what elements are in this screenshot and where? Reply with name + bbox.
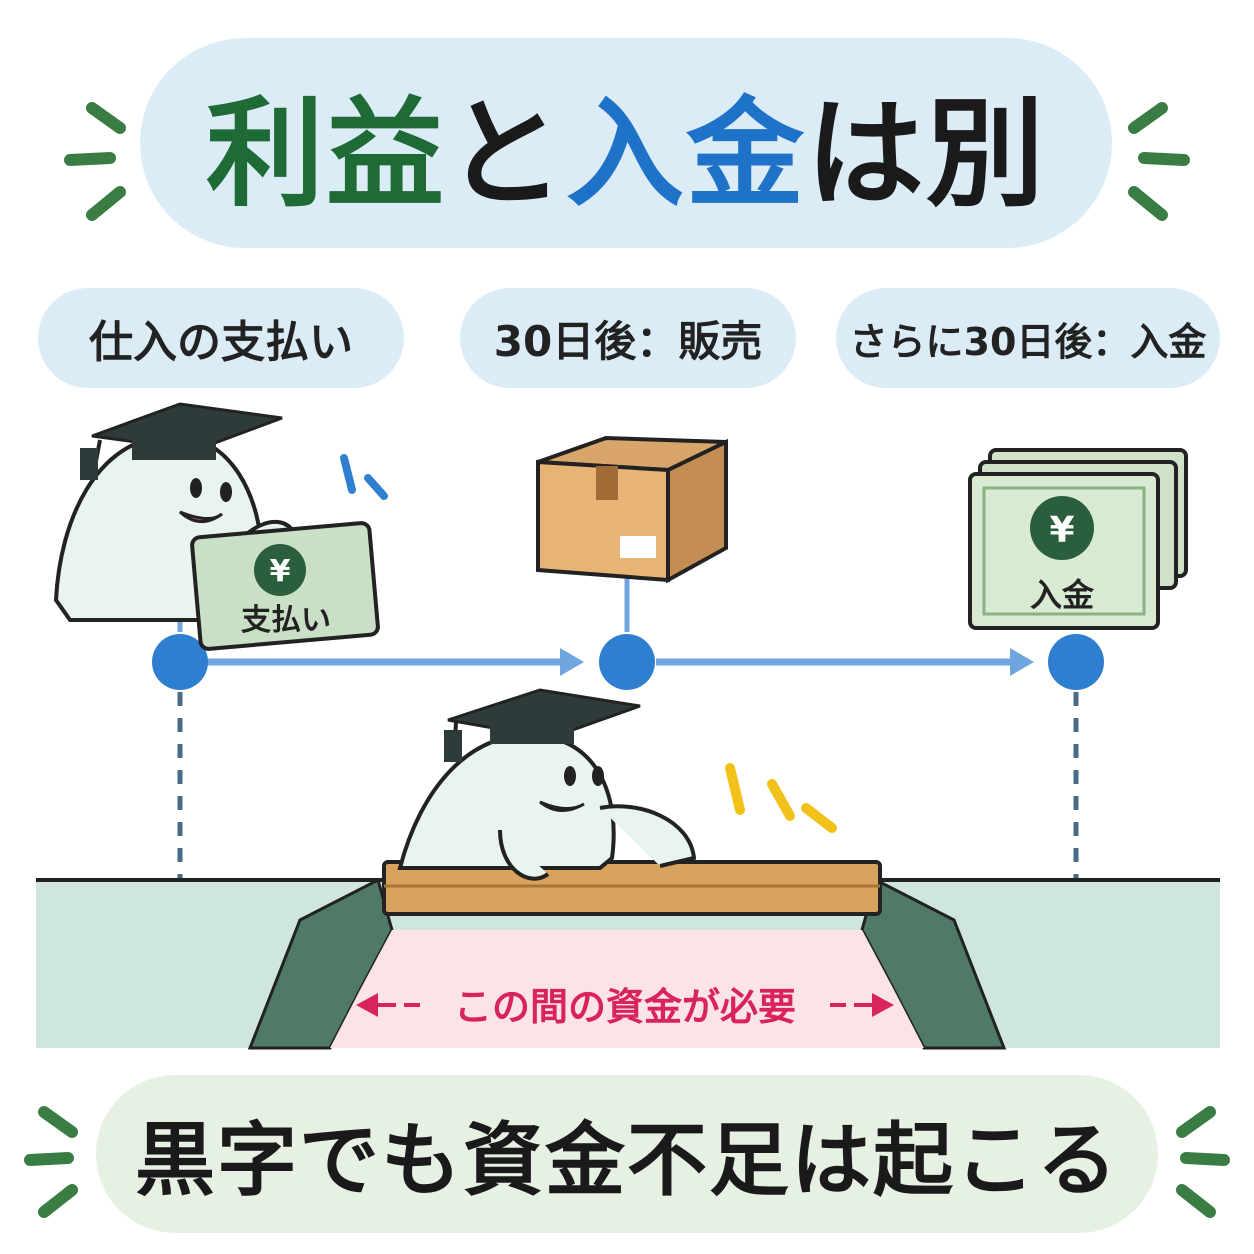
ground-with-gap <box>36 877 1220 1050</box>
title-sparkles-left <box>64 102 126 221</box>
step-label-sale: 30日後：販売 <box>460 288 796 388</box>
motion-lines-yellow <box>725 763 837 833</box>
conclusion-sparkles-left <box>24 1106 78 1218</box>
title-profit: 利益 <box>205 84 446 223</box>
conclusion-text: 黒字でも資金不足は起こる <box>135 1114 1119 1207</box>
title-deposit: 入金 <box>566 84 807 223</box>
step-label-payment: 仕入の支払い <box>38 288 404 388</box>
yen-bill-icon: ¥ 支払い <box>190 521 380 651</box>
gap-double-arrow <box>356 993 894 1017</box>
yen-symbol-payment: ¥ <box>270 554 291 589</box>
bill-label-deposit: 入金 <box>1030 576 1095 614</box>
cardboard-box-icon <box>536 435 728 584</box>
step-label-deposit: さらに30日後：入金 <box>836 288 1220 388</box>
title-banner: 利益と入金は別 <box>140 38 1112 248</box>
bill-label-payment: 支払い <box>241 603 331 638</box>
timeline-drop-lines <box>177 692 1079 878</box>
title-separate: は別 <box>806 84 1047 223</box>
page-title: 利益と入金は別 <box>206 58 1046 229</box>
timeline-arrows <box>206 648 1034 676</box>
conclusion-sparkles-right <box>1176 1106 1230 1218</box>
yen-symbol-deposit: ¥ <box>1049 510 1074 551</box>
wooden-plank <box>382 860 882 916</box>
title-and: と <box>445 84 566 223</box>
title-sparkles-right <box>1128 102 1190 221</box>
graduation-cap-icon <box>444 688 641 762</box>
mascot-on-plank <box>397 688 697 881</box>
timeline-node-deposit <box>1048 634 1104 690</box>
gap-label: この間の資金が必要 <box>454 985 796 1029</box>
yen-bill-stack-icon: ¥ 入金 <box>968 448 1188 630</box>
graduation-cap-icon <box>80 402 283 483</box>
conclusion-banner: 黒字でも資金不足は起こる <box>96 1075 1158 1233</box>
motion-lines-blue <box>340 454 388 500</box>
timeline-node-payment <box>152 634 208 690</box>
timeline-node-sale <box>599 634 655 690</box>
